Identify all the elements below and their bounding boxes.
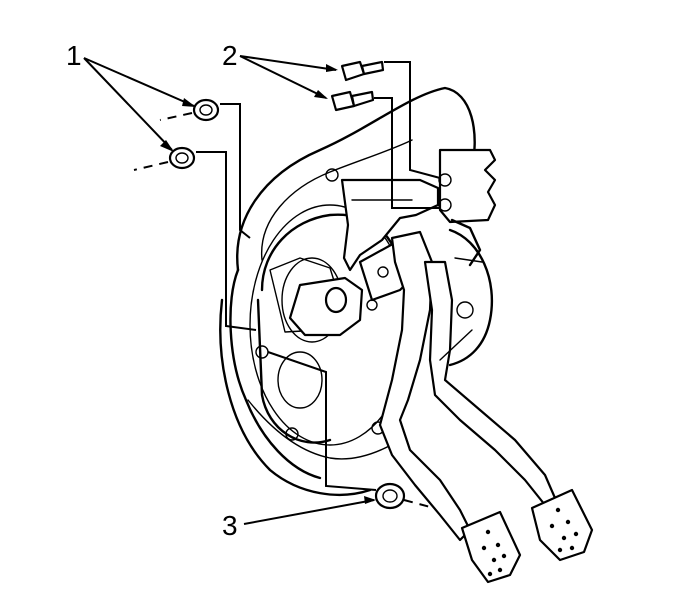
- clutch-pedal: [378, 230, 522, 584]
- upper-bracket: [340, 148, 497, 272]
- nut-3: [267, 351, 435, 510]
- callout-1-leaders: [83, 57, 196, 152]
- bolt-2b: [330, 90, 440, 209]
- brake-pedal: [423, 260, 594, 562]
- callout-label-1: 1: [66, 40, 82, 71]
- callout-2-leaders: [239, 55, 338, 99]
- nut-1b: [133, 146, 257, 331]
- nut-1a: [159, 98, 251, 239]
- callout-3-leader: [243, 496, 376, 525]
- bolt-2a: [340, 60, 441, 179]
- callout-label-2: 2: [222, 40, 238, 71]
- firewall-panel: [219, 86, 476, 496]
- booster-housing: [448, 228, 494, 367]
- callout-label-3: 3: [222, 510, 238, 541]
